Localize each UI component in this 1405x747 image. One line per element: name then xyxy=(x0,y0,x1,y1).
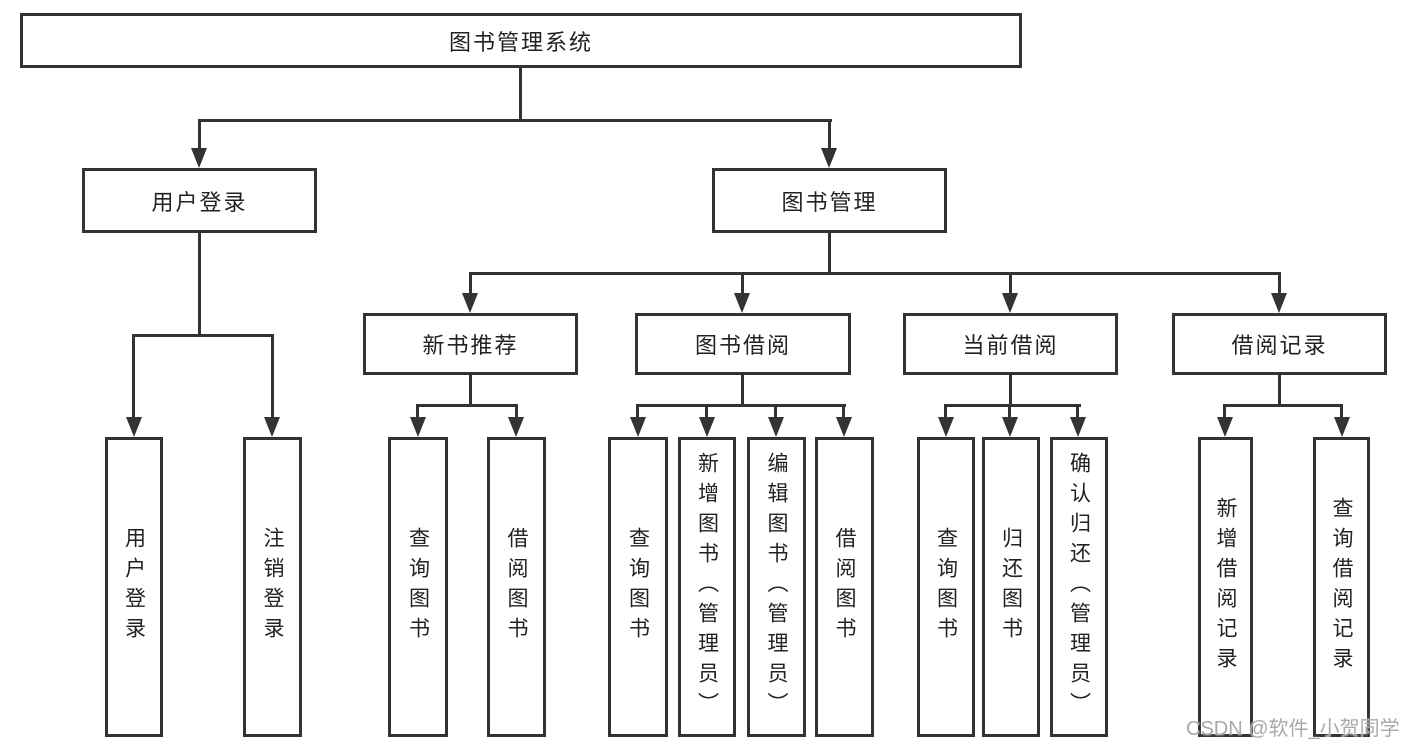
connector-line xyxy=(1009,375,1012,407)
connector-line xyxy=(416,404,419,419)
connector-line xyxy=(198,119,832,122)
connector-line xyxy=(132,334,274,337)
node-current-query-books: 查询图书 xyxy=(917,437,975,737)
connector-line xyxy=(469,272,1281,275)
arrow-down-icon xyxy=(126,417,142,437)
watermark: CSDN @软件_小贺同学 xyxy=(1186,718,1400,740)
node-current-borrowing: 当前借阅 xyxy=(903,313,1118,375)
node-current-return-books-label: 归还图书 xyxy=(999,527,1023,647)
connector-line xyxy=(469,375,472,407)
arrow-down-icon xyxy=(1217,417,1233,437)
node-user-login-leaf-label: 用户登录 xyxy=(122,527,146,647)
arrow-down-icon xyxy=(462,293,478,313)
connector-line xyxy=(469,272,472,295)
connector-line xyxy=(636,404,639,419)
connector-line xyxy=(519,68,522,122)
node-records-query-record-label: 查询借阅记录 xyxy=(1330,497,1353,677)
arrow-down-icon xyxy=(191,148,207,168)
node-recommend-borrow-books: 借阅图书 xyxy=(487,437,546,737)
connector-line xyxy=(828,119,831,150)
connector-line xyxy=(198,233,201,337)
node-recommend-borrow-books-label: 借阅图书 xyxy=(505,527,528,647)
node-borrowing-add-books-admin-label: 新增图书（管理员） xyxy=(695,452,719,722)
arrow-down-icon xyxy=(1002,293,1018,313)
arrow-down-icon xyxy=(1070,417,1086,437)
connector-line xyxy=(944,404,947,419)
node-current-confirm-return-admin: 确认归还（管理员） xyxy=(1050,437,1108,737)
node-borrowing-query-books: 查询图书 xyxy=(608,437,668,737)
connector-line xyxy=(515,404,518,419)
arrow-down-icon xyxy=(734,293,750,313)
connector-line xyxy=(1009,272,1012,295)
node-borrowing-add-books-admin: 新增图书（管理员） xyxy=(678,437,736,737)
connector-line xyxy=(774,404,777,419)
node-current-query-books-label: 查询图书 xyxy=(934,527,958,647)
arrow-down-icon xyxy=(699,417,715,437)
arrow-down-icon xyxy=(508,417,524,437)
connector-line xyxy=(198,119,201,150)
node-borrowing-edit-books-admin: 编辑图书（管理员） xyxy=(747,437,806,737)
node-new-book-recommend: 新书推荐 xyxy=(363,313,578,375)
node-records-query-record: 查询借阅记录 xyxy=(1313,437,1370,737)
arrow-down-icon xyxy=(410,417,426,437)
node-recommend-query-books: 查询图书 xyxy=(388,437,448,737)
arrow-down-icon xyxy=(1334,417,1350,437)
connector-line xyxy=(416,404,518,407)
node-library-management-system: 图书管理系统 xyxy=(20,13,1022,68)
connector-line xyxy=(944,404,1081,407)
connector-line xyxy=(828,233,831,274)
arrow-down-icon xyxy=(264,417,280,437)
connector-line xyxy=(1223,404,1343,407)
arrow-down-icon xyxy=(1002,417,1018,437)
connector-line xyxy=(1008,404,1011,419)
node-borrowing-records: 借阅记录 xyxy=(1172,313,1387,375)
node-user-login-module: 用户登录 xyxy=(82,168,317,233)
node-borrowing-query-books-label: 查询图书 xyxy=(626,527,650,647)
connector-line xyxy=(636,404,846,407)
connector-line xyxy=(741,375,744,407)
connector-line xyxy=(271,334,274,418)
node-borrowing-edit-books-admin-label: 编辑图书（管理员） xyxy=(765,452,788,722)
node-book-management-module: 图书管理 xyxy=(712,168,947,233)
connector-line xyxy=(1223,404,1226,419)
node-logout-leaf: 注销登录 xyxy=(243,437,302,737)
connector-line xyxy=(1076,404,1079,419)
connector-line xyxy=(132,334,135,418)
connector-line xyxy=(1340,404,1343,419)
connector-line xyxy=(1278,375,1281,407)
connector-line xyxy=(741,272,744,295)
node-borrowing-borrow-books: 借阅图书 xyxy=(815,437,874,737)
node-book-borrowing: 图书借阅 xyxy=(635,313,851,375)
node-current-confirm-return-admin-label: 确认归还（管理员） xyxy=(1067,452,1091,722)
arrow-down-icon xyxy=(1271,293,1287,313)
connector-line xyxy=(842,404,845,419)
arrow-down-icon xyxy=(836,417,852,437)
node-logout-leaf-label: 注销登录 xyxy=(261,527,284,647)
node-recommend-query-books-label: 查询图书 xyxy=(406,527,430,647)
arrow-down-icon xyxy=(821,148,837,168)
connector-line xyxy=(705,404,708,419)
arrow-down-icon xyxy=(768,417,784,437)
node-user-login-leaf: 用户登录 xyxy=(105,437,163,737)
node-borrowing-borrow-books-label: 借阅图书 xyxy=(833,527,856,647)
node-records-add-record-label: 新增借阅记录 xyxy=(1214,497,1237,677)
node-records-add-record: 新增借阅记录 xyxy=(1198,437,1253,737)
arrow-down-icon xyxy=(938,417,954,437)
arrow-down-icon xyxy=(630,417,646,437)
connector-line xyxy=(1278,272,1281,295)
node-current-return-books: 归还图书 xyxy=(982,437,1040,737)
